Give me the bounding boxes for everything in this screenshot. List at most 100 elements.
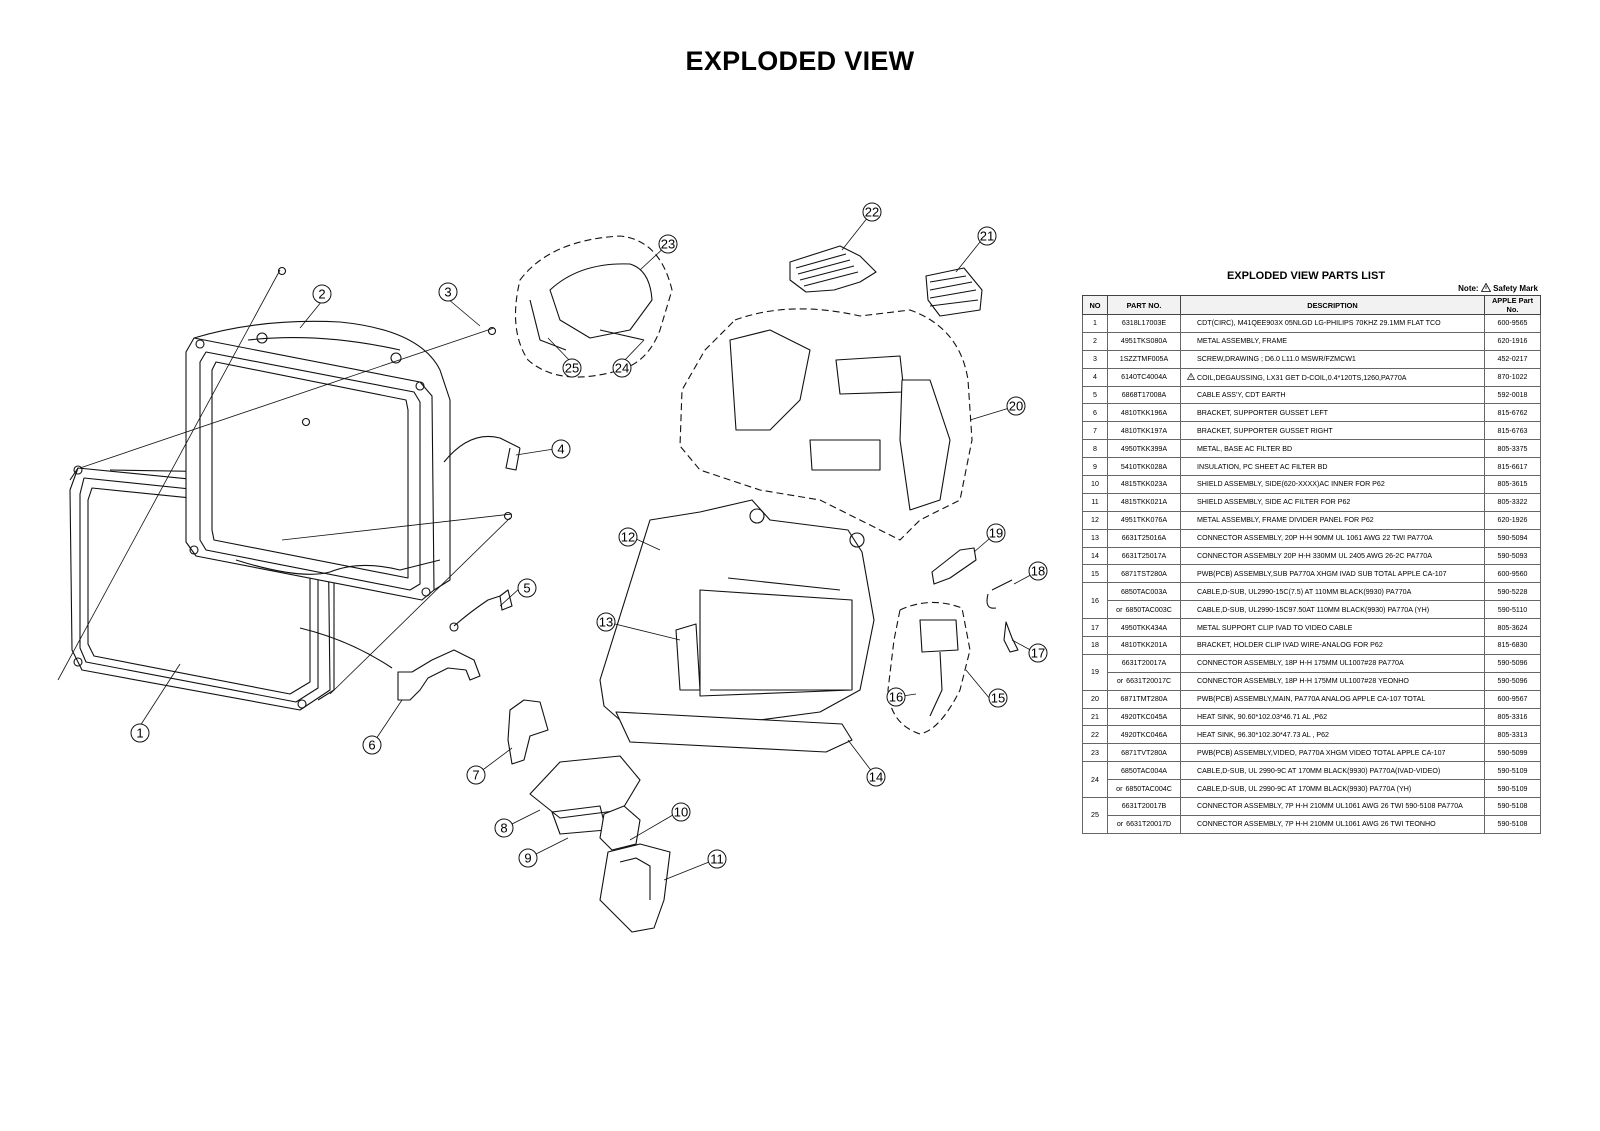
part-number-index: 5 <box>1082 385 1108 405</box>
callout-number: 6 <box>368 738 375 753</box>
description-cell: CONNECTOR ASSEMBLY, 7P H-H 210MM UL1061 … <box>1180 814 1485 834</box>
callout-number: 22 <box>865 205 879 220</box>
description: HEAT SINK, 96.30*102.30*47.73 AL , P62 <box>1197 730 1329 739</box>
description: BRACKET, SUPPORTER GUSSET RIGHT <box>1197 426 1333 435</box>
callout-circle <box>1028 561 1048 581</box>
description-cell: HEAT SINK, 96.30*102.30*47.73 AL , P62 <box>1180 725 1485 745</box>
callout-circle <box>562 358 582 378</box>
part-no-cell: 6140TC4004A <box>1107 367 1181 387</box>
part-no-cell: 4951TKK076A <box>1107 510 1181 530</box>
description: HEAT SINK, 90.60*102.03*46.71 AL ,P62 <box>1197 713 1328 722</box>
description-cell: METAL ASSEMBLY, FRAME <box>1180 331 1485 351</box>
part-number-index: 24 <box>1082 761 1108 799</box>
description: METAL, BASE AC FILTER BD <box>1197 444 1293 453</box>
apple-part-no: 600-9567 <box>1484 689 1541 709</box>
description: SCREW,DRAWING ; D6.0 L11.0 MSWR/FZMCW1 <box>1197 355 1356 364</box>
callout-number: 10 <box>674 805 688 820</box>
apple-part-no: 590-5099 <box>1484 743 1541 763</box>
part-no: 6850TAC004A <box>1120 766 1167 775</box>
heat-sink-22-drawing <box>789 245 877 293</box>
part-no: 4815TKK021A <box>1120 498 1168 507</box>
callout-circle <box>518 848 538 868</box>
part-number-index: 20 <box>1082 689 1108 709</box>
apple-part-no: 592-0018 <box>1484 385 1541 405</box>
connector-18-drawing <box>986 579 1013 609</box>
description-cell: CONNECTOR ASSEMBLY, 20P H-H 90MM UL 1061… <box>1180 528 1485 548</box>
part-no-cell: 4815TKK023A <box>1107 475 1181 494</box>
parts-table: NO PART NO. DESCRIPTION APPLE Part No. 1… <box>1082 295 1541 834</box>
bracket-left-drawing <box>397 649 481 701</box>
callout-16: 16 <box>886 687 906 707</box>
callout-circle <box>596 612 616 632</box>
description-cell: CABLE,D-SUB, UL 2990-9C AT 170MM BLACK(9… <box>1180 761 1485 781</box>
callout-7: 7 <box>466 765 486 785</box>
description: INSULATION, PC SHEET AC FILTER BD <box>1197 462 1328 471</box>
apple-part-no: 590-5228 <box>1484 582 1541 602</box>
callout-number: 23 <box>661 237 675 252</box>
apple-part-no: 815-6763 <box>1484 421 1541 441</box>
part-no-cell: 4950TKK434A <box>1107 618 1181 638</box>
apple-part-no: 590-5096 <box>1484 671 1541 691</box>
callout-number: 18 <box>1031 564 1045 579</box>
callout-21: 21 <box>977 226 997 246</box>
parts-table-header: NO PART NO. DESCRIPTION APPLE Part No. <box>1082 295 1541 315</box>
description-cell: METAL SUPPORT CLIP IVAD TO VIDEO CABLE <box>1180 618 1485 638</box>
part-number-index: 1 <box>1082 314 1108 333</box>
part-number-index: 6 <box>1082 403 1108 423</box>
part-number-index: 23 <box>1082 743 1108 763</box>
callout-circle <box>1006 396 1026 416</box>
part-no: 6850TAC003C <box>1125 605 1172 614</box>
part-number-index: 13 <box>1082 528 1108 548</box>
callout-5: 5 <box>517 578 537 598</box>
part-no-cell: 6631T25016A <box>1107 528 1181 548</box>
callout-15: 15 <box>988 688 1008 708</box>
header-description: DESCRIPTION <box>1180 295 1485 315</box>
description-cell: CABLE ASS'Y, CDT EARTH <box>1180 385 1485 405</box>
part-no: 6631T25017A <box>1121 552 1167 561</box>
description-cell: BRACKET, SUPPORTER GUSSET RIGHT <box>1180 421 1485 441</box>
description: CABLE,D-SUB, UL2990-15C(7.5) AT 110MM BL… <box>1197 587 1412 596</box>
apple-part-no: 620-1916 <box>1484 331 1541 351</box>
apple-part-no: 600-9565 <box>1484 314 1541 333</box>
part-no-cell: 6868T17008A <box>1107 385 1181 405</box>
description: CONNECTOR ASSEMBLY, 18P H-H 175MM UL1007… <box>1197 659 1404 668</box>
description-cell: CABLE,D-SUB, UL2990-15C(7.5) AT 110MM BL… <box>1180 582 1485 602</box>
header-no: NO <box>1082 295 1108 315</box>
part-number-index: 3 <box>1082 349 1108 369</box>
part-no-cell: 6871TVT280A <box>1107 743 1181 763</box>
apple-part-no: 590-5108 <box>1484 797 1541 816</box>
callout-circle <box>671 802 691 822</box>
callout-circle <box>517 578 537 598</box>
apple-part-no: 805-3313 <box>1484 725 1541 745</box>
part-no: 6850TAC003A <box>1120 587 1167 596</box>
callout-circle <box>658 234 678 254</box>
part-no-cell: 6631T20017A <box>1107 653 1181 673</box>
part-no-cell: 4815TKK021A <box>1107 492 1181 512</box>
exploded-view-diagram: 1234567891011121314151617181920212223242… <box>57 202 1048 933</box>
part-no-cell: 4810TKK196A <box>1107 403 1181 423</box>
description-cell: HEAT SINK, 90.60*102.03*46.71 AL ,P62 <box>1180 707 1485 727</box>
part-no-cell: 4950TKK399A <box>1107 439 1181 459</box>
part-no: 6631T20017B <box>1121 802 1167 811</box>
main-pcb-outline <box>679 308 973 541</box>
part-no-cell: 4920TKC045A <box>1107 707 1181 727</box>
callout-number: 9 <box>524 851 531 866</box>
description-cell: CONNECTOR ASSEMBLY, 18P H-H 175MM UL1007… <box>1180 671 1485 691</box>
callout-circle <box>551 439 571 459</box>
alt-prefix: or <box>1116 677 1124 686</box>
part-number-index: 10 <box>1082 475 1108 494</box>
part-no-cell: 5410TKK028A <box>1107 457 1181 477</box>
callout-9: 9 <box>518 848 538 868</box>
description: COIL,DEGAUSSING, LX31 GET D-COIL,0.4*120… <box>1197 373 1407 382</box>
part-no: 4810TKK197A <box>1120 426 1168 435</box>
